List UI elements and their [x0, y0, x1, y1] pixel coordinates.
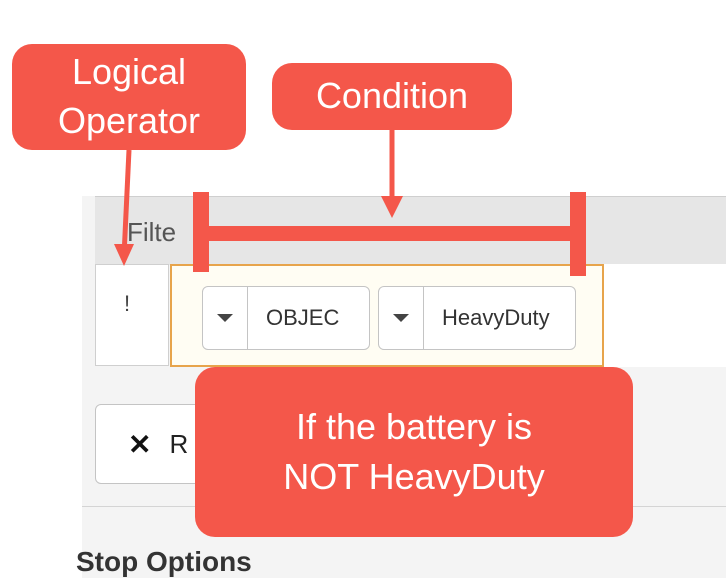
filter-header: Filte [95, 196, 726, 265]
logical-operator-value: ! [124, 291, 131, 316]
caret-down-icon[interactable] [379, 287, 424, 349]
logical-operator-callout: Logical Operator [12, 44, 246, 150]
filter-row-spacer [604, 264, 726, 367]
logical-operator-callout-text: Logical Operator [57, 51, 201, 141]
condition-callout: Condition [272, 63, 512, 130]
field-select-value: OBJEC [266, 305, 340, 330]
stop-options-heading: Stop Options [76, 546, 252, 577]
remove-filter-label: R [169, 428, 189, 459]
close-icon: ✕ [128, 428, 152, 460]
value-select[interactable]: HeavyDuty [378, 286, 576, 350]
logical-operator-cell[interactable]: ! [95, 264, 169, 366]
field-select[interactable]: OBJEC [202, 286, 370, 350]
condition-cell: OBJEC HeavyDuty [170, 264, 604, 367]
note-callout: If the battery is NOT HeavyDuty [195, 367, 633, 537]
value-select-value: HeavyDuty [442, 305, 550, 330]
condition-callout-text: Condition [315, 75, 469, 117]
caret-down-icon[interactable] [203, 287, 248, 349]
filter-title: Filte [127, 217, 177, 247]
note-callout-text: If the battery is NOT HeavyDuty [283, 405, 545, 497]
